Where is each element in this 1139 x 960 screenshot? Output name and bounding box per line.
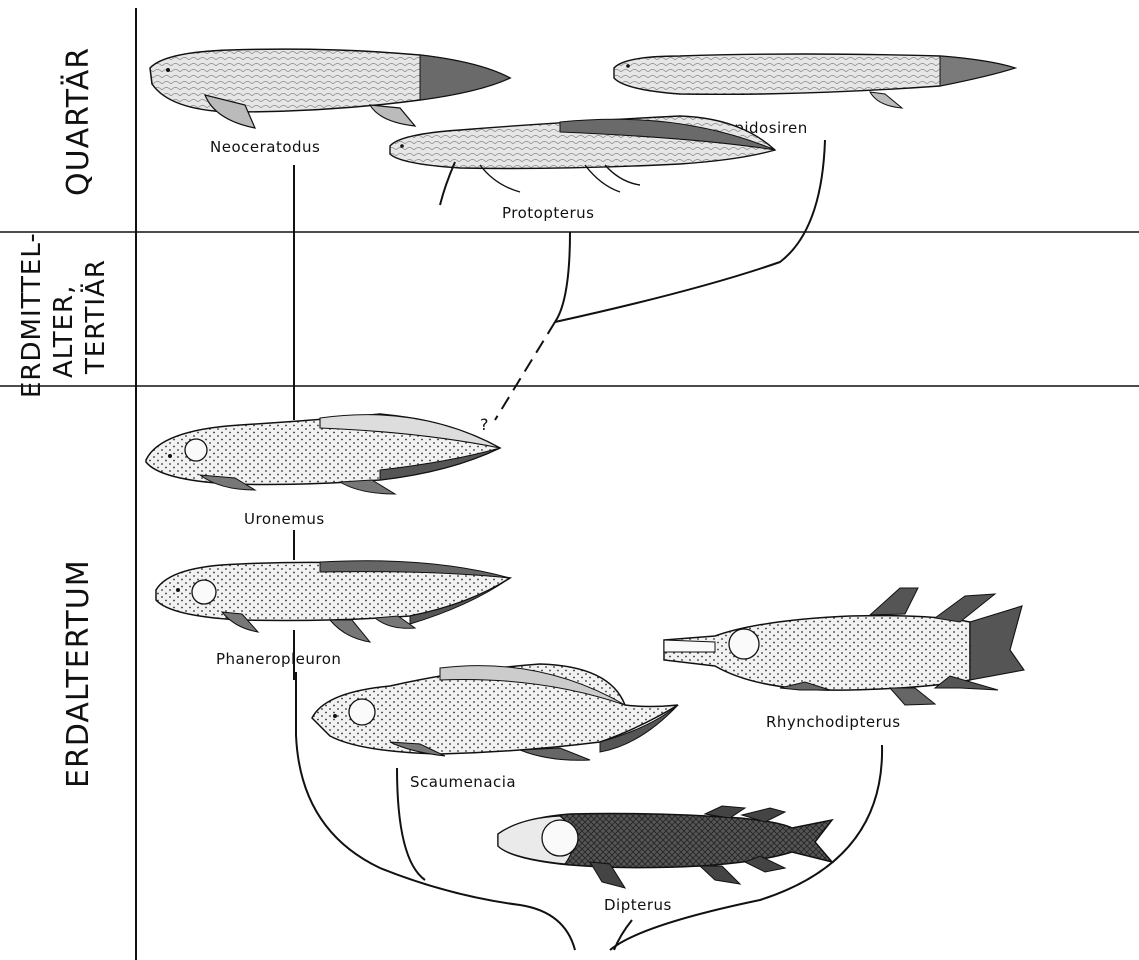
- fish-uronemus: [146, 414, 500, 494]
- fish-scaumenacia: [312, 664, 678, 760]
- label-phaneropleuron: Phaneropleuron: [216, 650, 341, 668]
- era-label-quartaer: QUARTÄR: [60, 47, 96, 196]
- era-label-tertiaer-line2: ALTER,: [49, 285, 79, 378]
- fish-phaneropleuron: [156, 561, 510, 642]
- branch-protopterus: [555, 232, 570, 322]
- label-neoceratodus: Neoceratodus: [210, 138, 320, 156]
- era-label-erdaltertum: ERDALTERTUM: [61, 559, 96, 788]
- label-uronemus: Uronemus: [244, 510, 325, 528]
- fish-neoceratodus: [150, 49, 510, 128]
- era-label-tertiaer-line3: TERTIÄR: [79, 259, 111, 375]
- label-rhynchodipterus: Rhynchodipterus: [766, 713, 901, 731]
- fish-protopterus: [390, 116, 775, 205]
- branch-uncertain-link: [495, 322, 555, 420]
- fish-rhynchodipterus: [664, 588, 1024, 705]
- label-dipterus: Dipterus: [604, 896, 672, 914]
- fish-dipterus: [498, 806, 832, 888]
- label-scaumenacia: Scaumenacia: [410, 773, 516, 791]
- uncertain-marker: ?: [480, 415, 489, 434]
- fish-lepidosiren: [614, 54, 1015, 108]
- branch-dipterus: [614, 920, 632, 950]
- era-label-tertiaer-line1: ERDMITTEL-: [17, 232, 47, 398]
- label-protopterus: Protopterus: [502, 204, 594, 222]
